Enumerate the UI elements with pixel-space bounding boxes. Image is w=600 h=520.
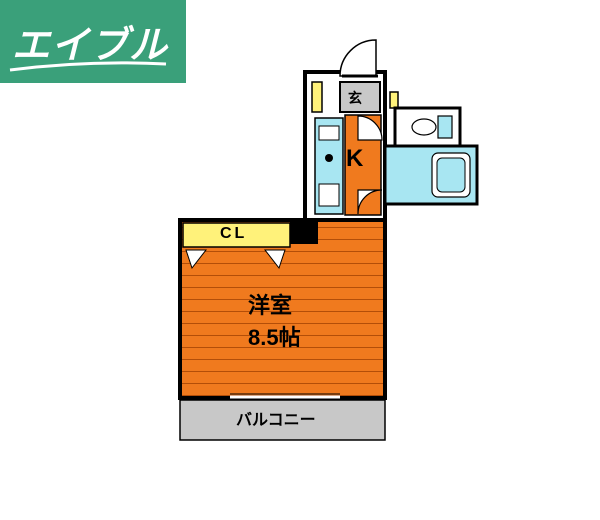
closet: [182, 222, 291, 270]
western-room-label: 洋室: [248, 294, 293, 319]
western-room: [178, 218, 387, 400]
kitchen-door-swing-top: [357, 115, 383, 141]
logo-swoosh-icon: [9, 61, 167, 72]
shoe-cabinet: [311, 81, 323, 113]
able-logo: エイブル: [0, 0, 186, 83]
genkan-label: 玄: [348, 91, 362, 107]
kitchen-door-swing-bottom: [357, 189, 383, 215]
utility-box: [389, 91, 399, 109]
closet-label: CL: [220, 225, 248, 242]
western-room-size: 8.5帖: [248, 325, 301, 350]
kitchen-counter: [314, 117, 344, 215]
balcony-label: バルコニー: [236, 410, 316, 429]
genkan-area: [339, 39, 381, 113]
logo-text: エイブル: [12, 23, 169, 67]
balcony: [179, 399, 386, 441]
kitchen-label: K: [346, 145, 364, 172]
bath-room: [383, 144, 479, 206]
toilet-room: [393, 106, 462, 148]
